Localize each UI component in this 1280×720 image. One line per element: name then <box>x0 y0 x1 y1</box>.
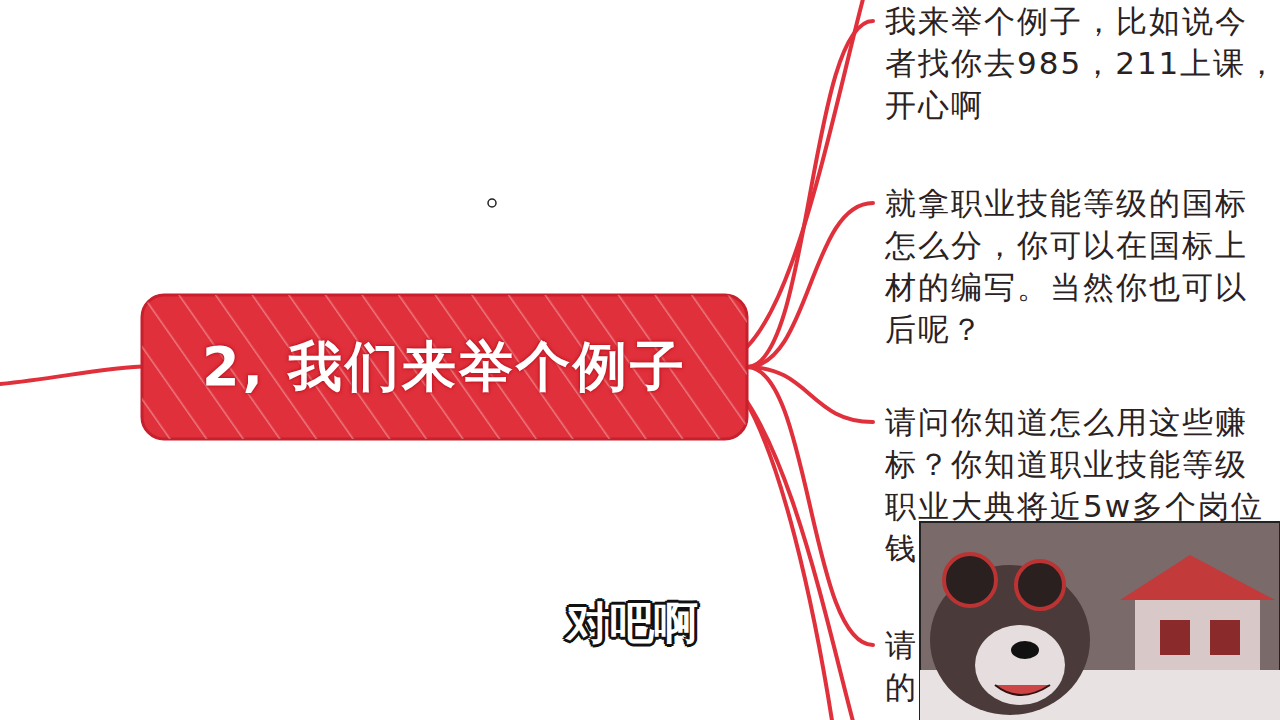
webcam-overlay <box>920 522 1280 720</box>
topic-box: 2, 我们来举个例子 <box>140 293 749 441</box>
nose <box>1011 641 1039 659</box>
note-text: 我来举个例子，比如说今 者找你去985，211上课， 开心啊 <box>885 0 1280 126</box>
topic-title: 2, 我们来举个例子 <box>202 337 687 396</box>
subtitle-text: 对吧啊 <box>566 594 698 653</box>
overlay-frame <box>920 522 1280 720</box>
branch-line <box>747 21 873 367</box>
cursor-dot <box>488 199 496 207</box>
branch-line <box>747 367 873 645</box>
branch-note: 就拿职业技能等级的国标 怎么分，你可以在国标上 材的编写。当然你也可以 后呢？ <box>885 182 1280 350</box>
branch-note: 我来举个例子，比如说今 者找你去985，211上课， 开心啊 <box>885 0 1280 126</box>
window <box>1210 620 1240 655</box>
mouth <box>995 685 1050 695</box>
branch-lines <box>0 0 868 720</box>
incoming-branch <box>0 366 150 384</box>
branch-note: 请 的 <box>885 624 925 708</box>
overlay-ground <box>920 522 1280 720</box>
topic-hatching <box>142 295 747 439</box>
roof <box>1120 555 1275 600</box>
note-text: 请 的 <box>885 624 925 708</box>
goggle <box>944 554 996 606</box>
window <box>1160 620 1190 655</box>
house <box>1135 600 1260 670</box>
branch-note: 请问你知道怎么用这些赚 标？你知道职业技能等级 职业大典将近5w多个岗位 钱 <box>885 401 1280 569</box>
branch-line <box>747 203 873 367</box>
topic-fill <box>142 295 747 439</box>
goggle <box>1016 561 1064 609</box>
note-text: 请问你知道怎么用这些赚 标？你知道职业技能等级 职业大典将近5w多个岗位 钱 <box>885 401 1280 569</box>
animal-muzzle <box>975 625 1065 705</box>
note-text: 就拿职业技能等级的国标 怎么分，你可以在国标上 材的编写。当然你也可以 后呢？ <box>885 182 1280 350</box>
